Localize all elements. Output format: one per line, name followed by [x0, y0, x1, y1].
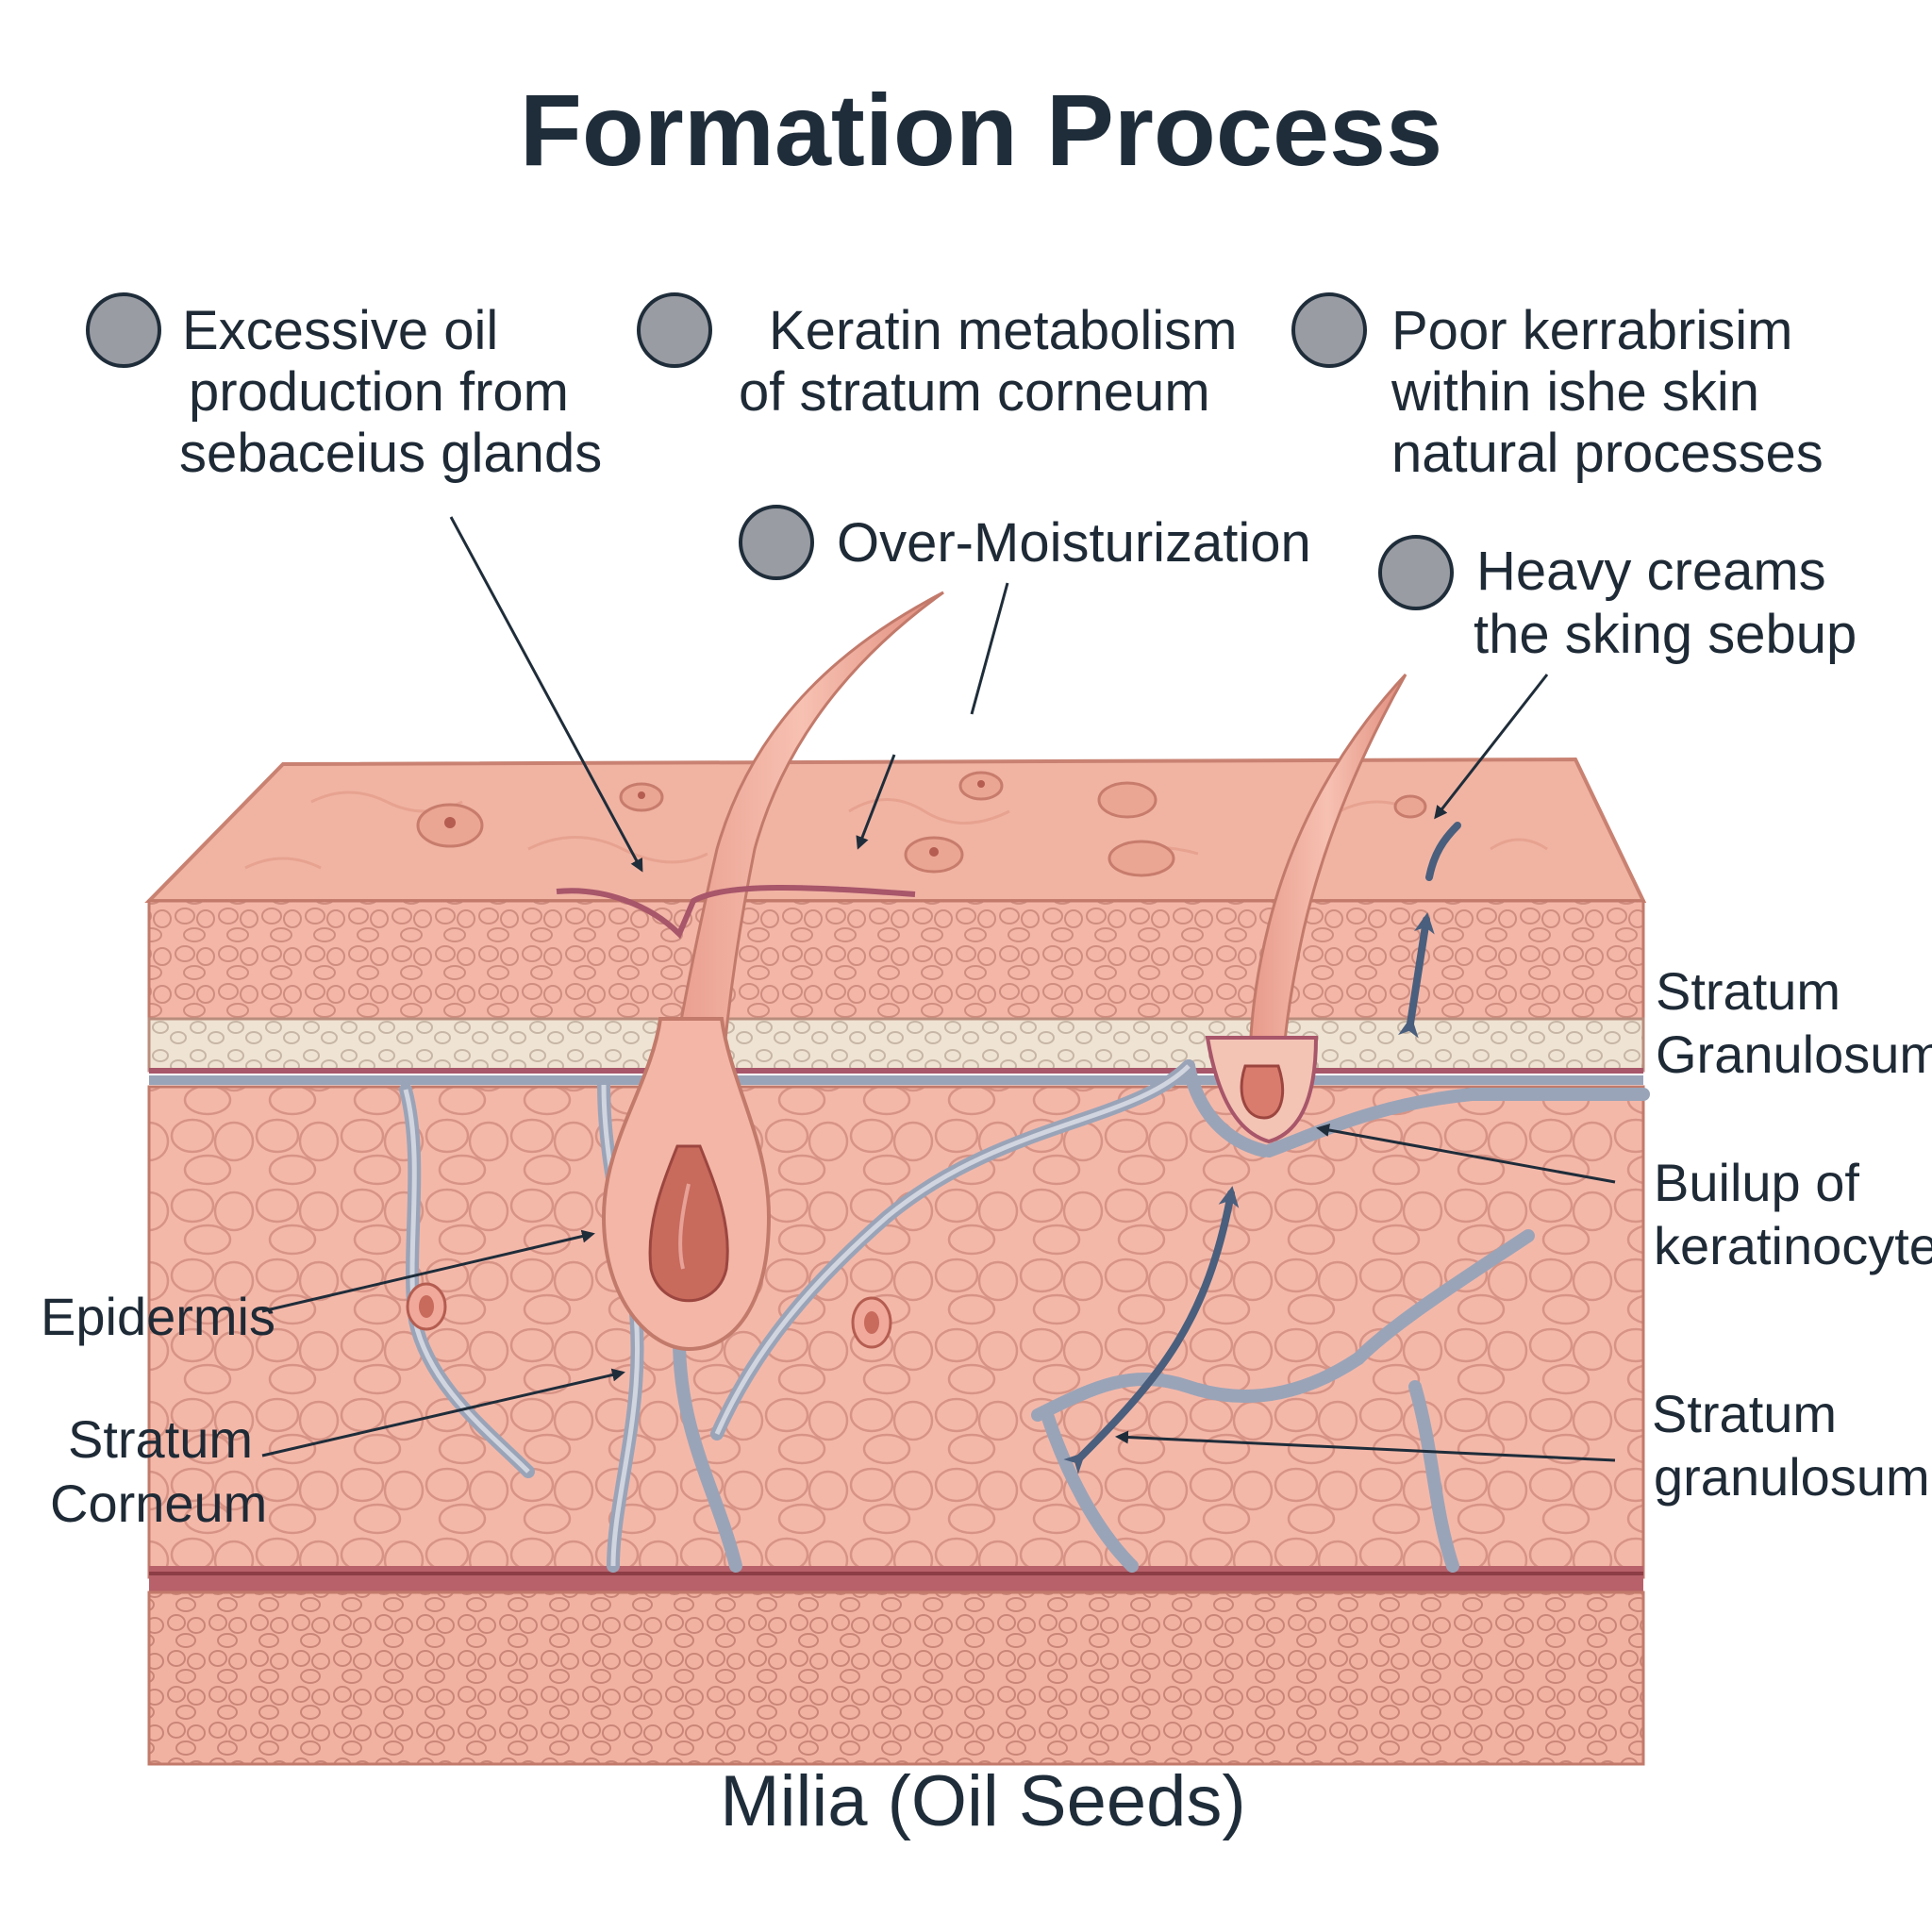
bullet-1 — [86, 292, 161, 368]
callout-excess-oil: Excessive oil production from sebaceius … — [179, 300, 602, 484]
page-title: Formation Process — [520, 73, 1442, 187]
dermis-layer — [147, 1591, 1645, 1766]
epidermis-layer — [147, 1085, 1645, 1579]
blue-arrow-keratinocyte — [1063, 1186, 1240, 1474]
basement-membrane — [149, 1566, 1643, 1592]
bullet-2 — [637, 292, 712, 368]
duct-nodules — [406, 1282, 892, 1349]
leader-lines — [261, 516, 1616, 1462]
skin-surface — [144, 757, 1647, 903]
callout-keratin-metabolism: Keratin metabolism of stratum corneum — [739, 300, 1253, 423]
hair-follicle-left — [556, 591, 944, 1352]
blue-arrow-top — [1425, 822, 1461, 881]
surface-pores — [416, 771, 1427, 877]
bullet-4 — [739, 505, 814, 580]
callout-poor-keratinism: Poor kerrabrisim within ishe skin natura… — [1391, 300, 1824, 484]
stratum-granulosum-band — [147, 1017, 1645, 1073]
hair-follicle-right — [1205, 673, 1407, 1144]
label-stratum-corneum: Stratum Corneum — [50, 1409, 268, 1533]
blue-arrow-granulosum — [1397, 912, 1435, 1039]
skin-block — [144, 591, 1650, 1766]
callout-over-moisturization: Over-Moisturization — [837, 512, 1311, 574]
diagram-caption: Milia (Oil Seeds) — [720, 1761, 1245, 1841]
callout-heavy-creams: Heavy creams the sking sebup — [1474, 541, 1857, 665]
callout-bullets — [86, 292, 1454, 610]
label-epidermis: Epidermis — [41, 1287, 275, 1346]
migration-arrows — [1063, 822, 1461, 1474]
label-buildup-keratinocytes: Builup of keratinocytes — [1654, 1153, 1932, 1275]
label-stratum-granulosum-top: Stratum Granulosum — [1656, 961, 1932, 1084]
label-stratum-granulosum-bottom: Stratum granulosum — [1652, 1384, 1930, 1507]
bullet-5 — [1378, 535, 1454, 610]
bullet-3 — [1291, 292, 1367, 368]
